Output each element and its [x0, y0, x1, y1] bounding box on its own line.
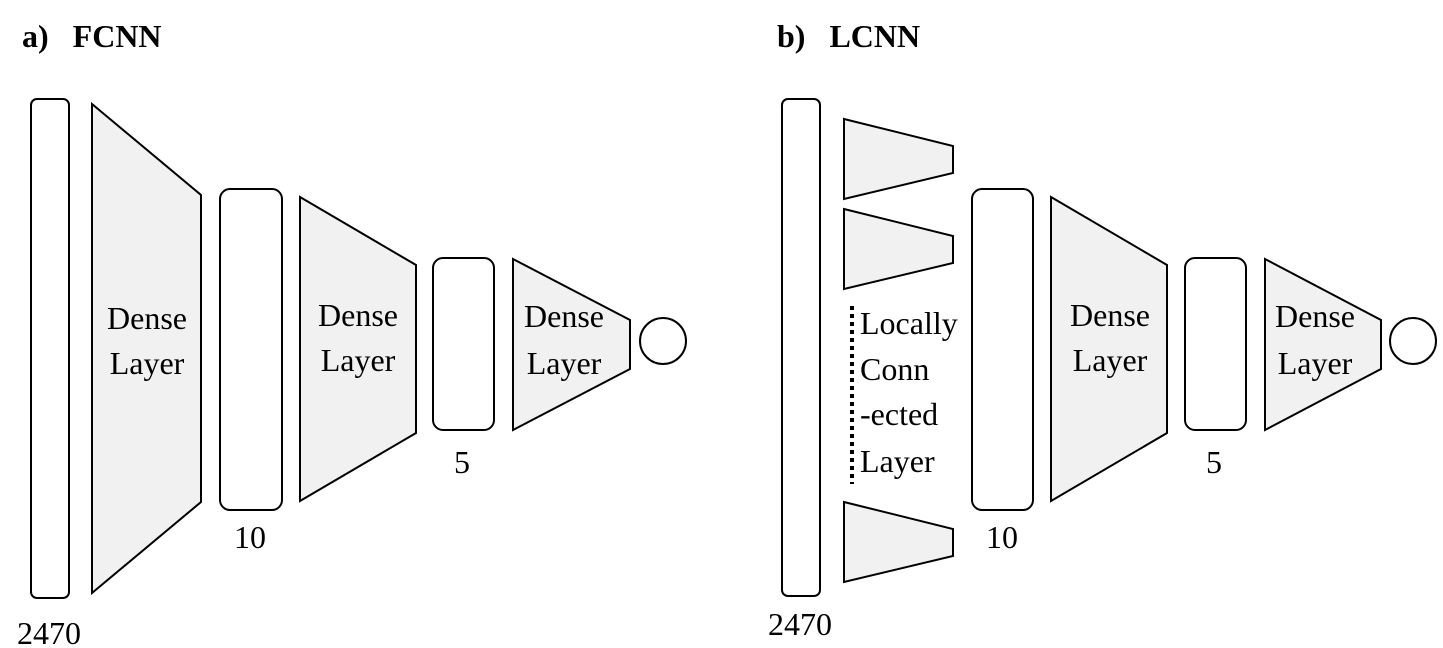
panel-b-dense-layer-2-line-2: Layer [1073, 342, 1148, 378]
panel-b-local-label-line-3: -ected [860, 396, 938, 432]
panel-b-dense-layer-3 [1264, 257, 1382, 432]
panel-b-local-label-line-1: Locally [860, 305, 958, 341]
panel-b-dense-layer-2 [1050, 195, 1168, 503]
panel-a-hidden-vector-1 [219, 188, 283, 511]
panel-a-dense-layer-1-line-2: Layer [110, 345, 185, 381]
panel-b-local-label-line-2: Conn [860, 351, 929, 387]
panel-b-hidden-1-size: 10 [986, 519, 1018, 555]
panel-b-title: b) LCNN [777, 18, 920, 54]
panel-a-dense-layer-1-line-1: Dense [107, 300, 187, 336]
panel-a-dense-layer-2-line-2: Layer [321, 342, 396, 378]
panel-b-dense-layer-2-line-1: Dense [1070, 297, 1150, 333]
panel-a-dense-layer-2 [299, 195, 417, 503]
panel-b-hidden-2-size: 5 [1206, 444, 1222, 480]
panel-b-hidden-vector-2 [1184, 257, 1247, 431]
panel-b-output-node [1389, 317, 1437, 365]
panel-a-hidden-1-size: 10 [234, 519, 266, 555]
panel-a-dense-layer-3-line-2: Layer [527, 345, 602, 381]
panel-b-dense-layer-3-line-2: Layer [1278, 345, 1353, 381]
panel-b-input-size: 2470 [768, 606, 832, 642]
panel-b-local-block-n [843, 500, 954, 584]
panel-b-hidden-vector-1 [971, 188, 1034, 511]
panel-b-dense-layer-3-line-1: Dense [1275, 298, 1355, 334]
panel-a-title: a) FCNN [22, 18, 162, 54]
panel-a-hidden-vector-2 [432, 257, 495, 431]
panel-b-input-vector [781, 98, 821, 597]
panel-b-local-block-1 [843, 117, 954, 201]
panel-a-dense-layer-1 [91, 101, 202, 596]
panel-a-dense-layer-3 [512, 257, 631, 432]
panel-b-lcnn: b) LCNN 2470 Locally Conn -ected Layer 1… [768, 18, 1437, 642]
panel-a-output-node [639, 317, 687, 365]
panel-a-input-size: 2470 [17, 615, 81, 648]
panel-a-hidden-2-size: 5 [454, 444, 470, 480]
panel-a-dense-layer-3-line-1: Dense [524, 298, 604, 334]
panel-b-local-label-line-4: Layer [860, 443, 935, 479]
panel-a-input-vector [30, 98, 70, 599]
panel-b-local-block-2 [843, 207, 954, 291]
panel-a-dense-layer-2-line-1: Dense [318, 297, 398, 333]
panel-a-fcnn: a) FCNN 2470 Dense Layer 10 Dense Layer … [17, 18, 687, 648]
